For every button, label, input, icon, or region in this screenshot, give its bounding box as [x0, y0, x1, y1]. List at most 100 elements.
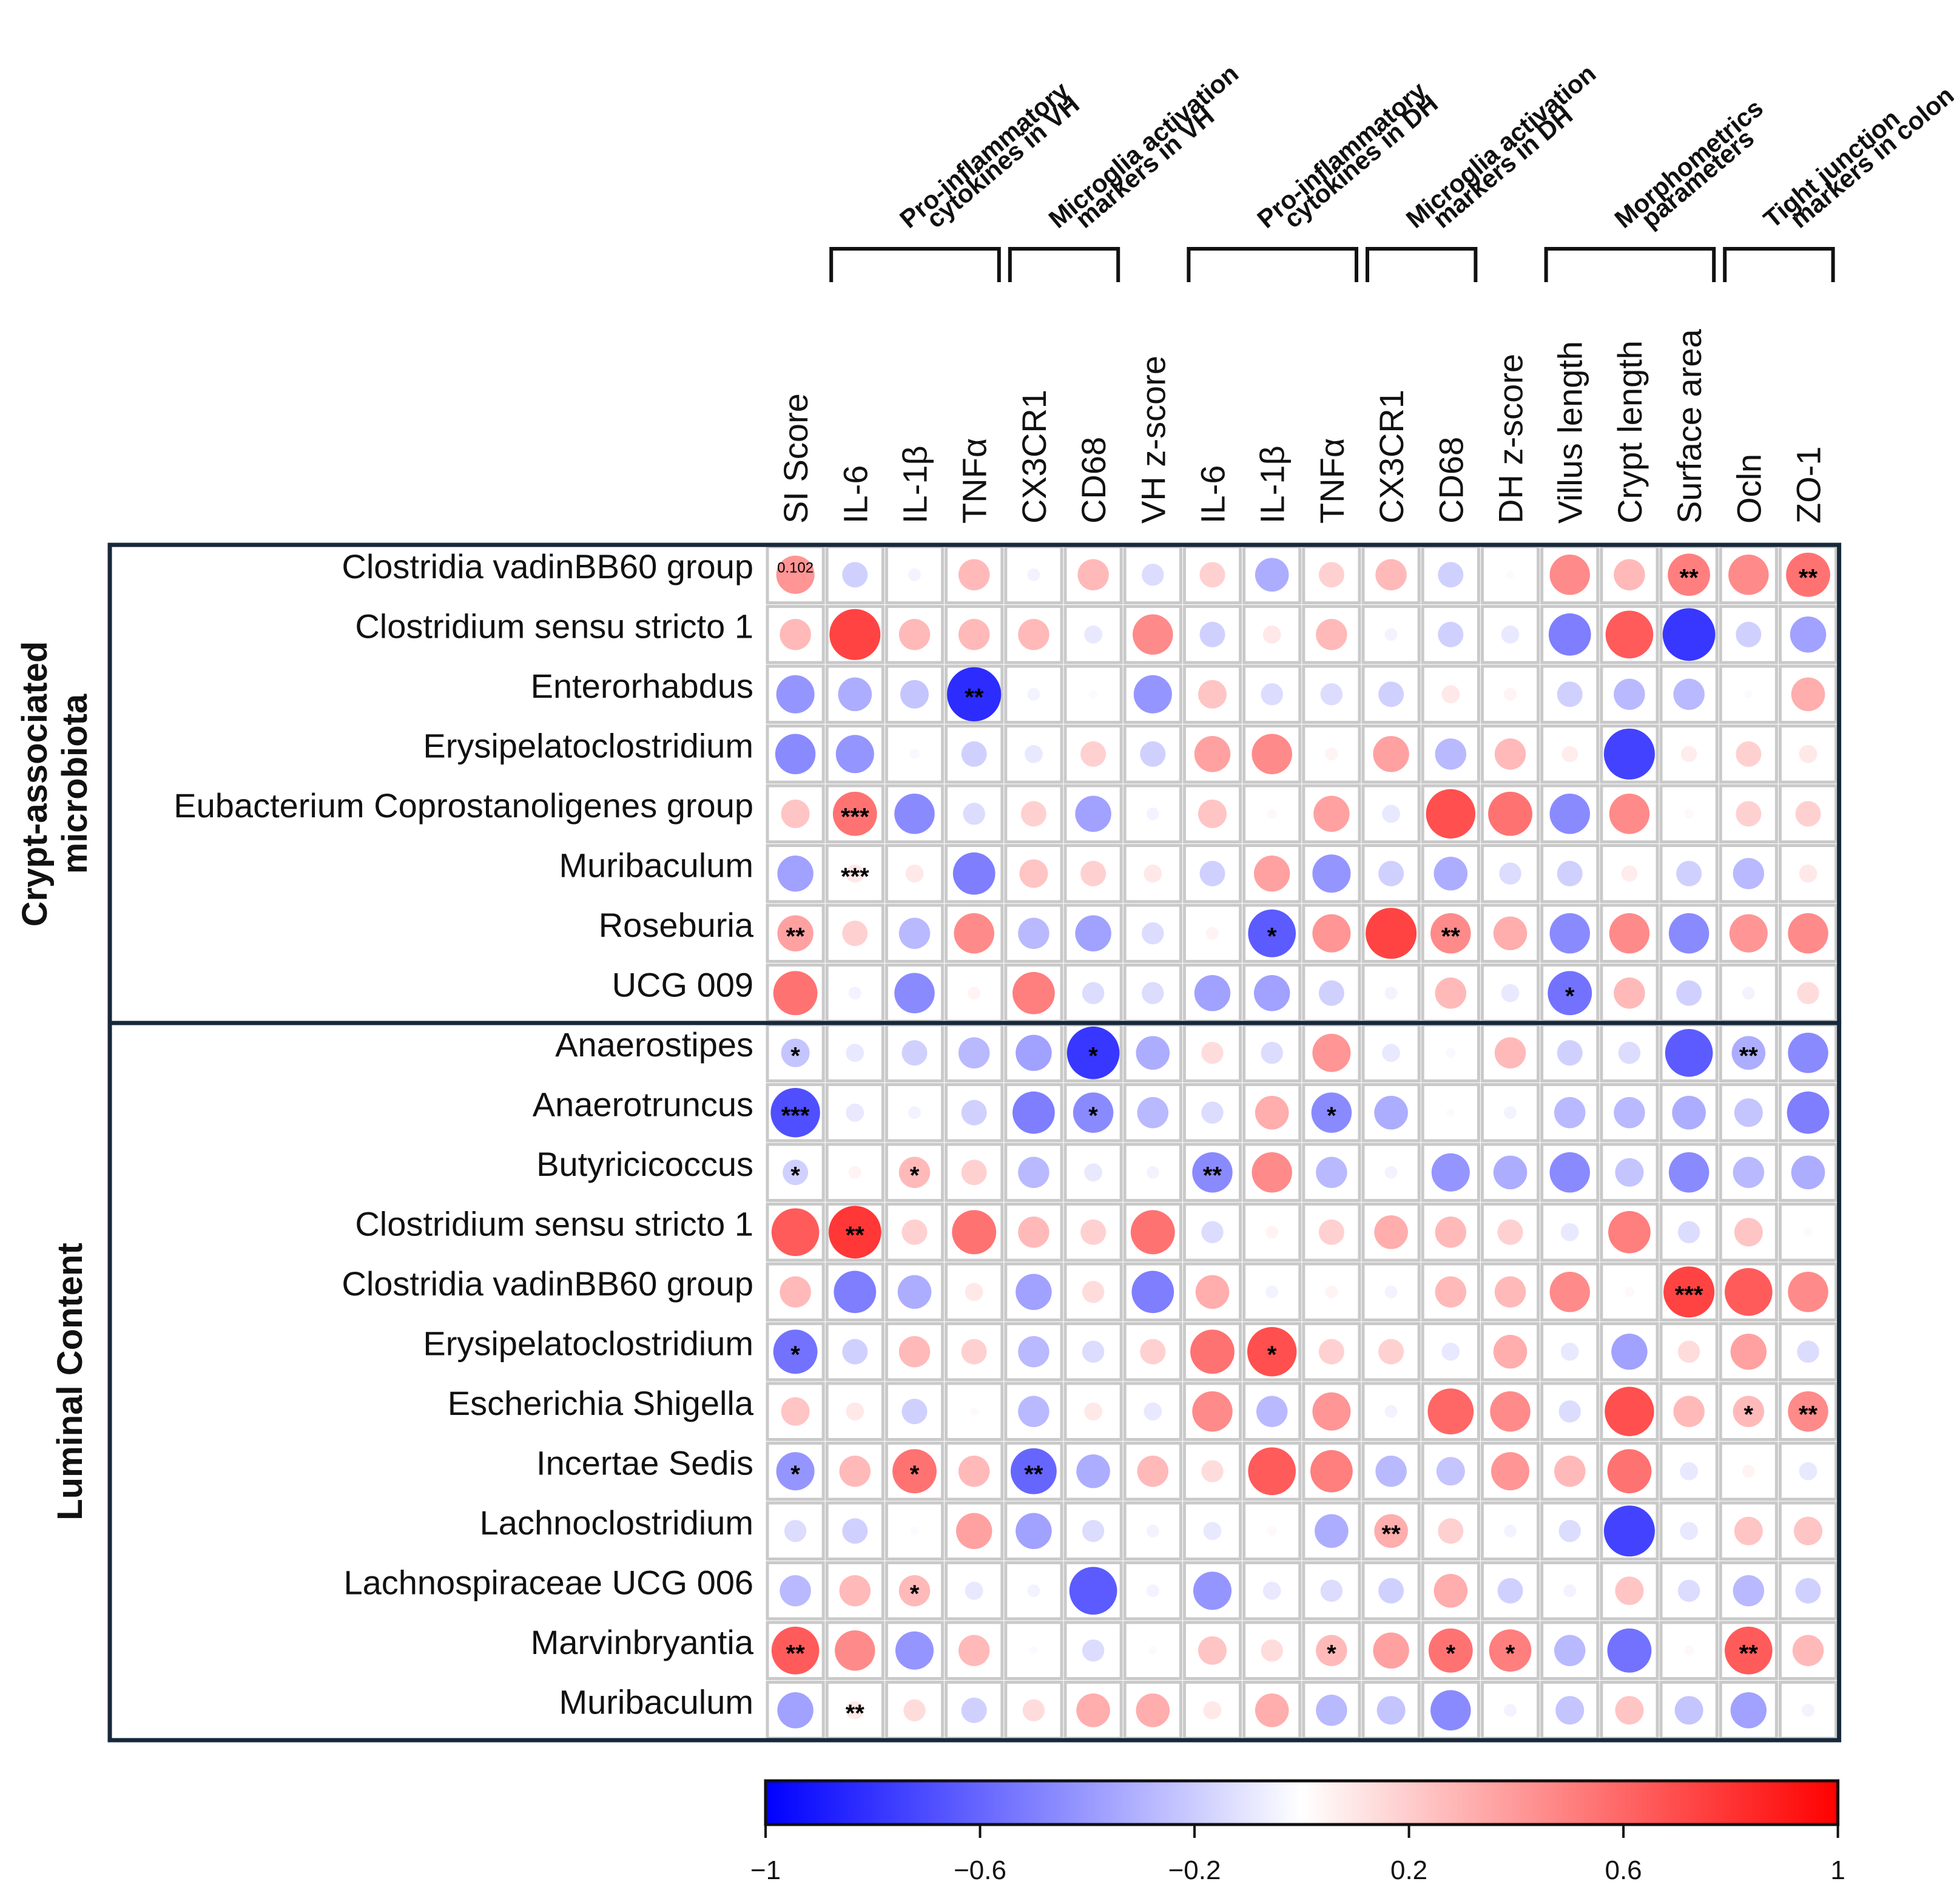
correlation-circle [1428, 1628, 1473, 1673]
correlation-circle [892, 1449, 937, 1494]
correlation-circle [1724, 1626, 1773, 1675]
correlation-circle [1205, 927, 1219, 940]
correlation-circle [1494, 738, 1526, 770]
grid-cell [1361, 1023, 1421, 1082]
correlation-circle [1427, 1388, 1474, 1435]
correlation-circle [1382, 1044, 1400, 1062]
correlation-circle [1136, 1693, 1170, 1727]
correlation-circle [1382, 805, 1400, 823]
correlation-circle [1734, 1098, 1763, 1127]
correlation-circle [1676, 980, 1702, 1006]
correlation-circle [1668, 913, 1710, 954]
correlation-circle [1144, 1402, 1162, 1421]
grid-cell [1719, 1083, 1778, 1143]
correlation-circle [1795, 1578, 1821, 1604]
correlation-circle [1073, 1092, 1114, 1133]
correlation-circle [832, 791, 877, 836]
correlation-circle [1195, 1275, 1230, 1309]
correlation-circle [1366, 908, 1417, 959]
row-label: Lachnospiraceae UCG 006 [343, 1564, 753, 1602]
group-bracket [1008, 247, 1120, 282]
correlation-circle [1375, 1456, 1407, 1487]
correlation-circle [1609, 794, 1650, 834]
correlation-circle [1548, 971, 1592, 1016]
grid-cell [1719, 1442, 1778, 1501]
correlation-circle [1742, 987, 1755, 1000]
correlation-circle [1025, 744, 1043, 763]
correlation-circle [1549, 1152, 1590, 1193]
column-label: CD68 [1074, 437, 1113, 524]
correlation-circle [1374, 1215, 1408, 1249]
correlation-circle [1131, 1271, 1174, 1314]
correlation-circle [773, 1329, 818, 1374]
correlation-circle [842, 1339, 868, 1365]
correlation-circle [1488, 791, 1532, 836]
correlation-circle [1792, 1635, 1824, 1666]
correlation-circle [1557, 860, 1583, 886]
significance-mark: * [1327, 1102, 1336, 1129]
correlation-circle [1731, 1036, 1766, 1070]
grid-cell [1123, 964, 1182, 1023]
correlation-circle [1503, 1106, 1517, 1119]
correlation-circle [1493, 916, 1528, 951]
correlation-circle [1192, 1391, 1233, 1432]
significance-mark: *** [841, 803, 869, 830]
cell-annotation: 0.102 [777, 559, 814, 576]
correlation-circle [1677, 1340, 1700, 1363]
correlation-circle [1201, 1221, 1224, 1243]
grid-cells [107, 542, 1842, 1743]
grid-cell [1242, 844, 1302, 903]
correlation-circle [901, 1399, 928, 1425]
correlation-circle [1607, 1628, 1652, 1673]
correlation-circle [958, 1635, 990, 1666]
correlation-circle [776, 675, 815, 714]
correlation-circle [958, 559, 990, 590]
grid-cell [1123, 1083, 1182, 1143]
correlation-circle [1615, 1696, 1644, 1725]
correlation-circle [773, 971, 818, 1016]
correlation-circle [1384, 987, 1398, 1000]
correlation-circle [771, 1626, 820, 1675]
correlation-circle [958, 1456, 990, 1487]
significance-mark: ** [1739, 1640, 1759, 1667]
correlation-circle [1018, 1336, 1049, 1368]
correlation-circle [1312, 914, 1351, 953]
row-label: Anaerostipes [555, 1025, 753, 1064]
section-border [107, 1021, 1842, 1743]
row-label: Enterorhabdus [531, 667, 753, 705]
correlation-circle [1192, 1152, 1233, 1193]
correlation-circle [1801, 1704, 1815, 1717]
correlation-circle [1506, 570, 1515, 579]
correlation-circle [910, 1527, 919, 1535]
correlation-circle [1436, 1457, 1465, 1486]
significance-mark: * [910, 1461, 920, 1488]
correlation-circle [1325, 748, 1338, 761]
correlation-circle [781, 1397, 810, 1426]
correlation-circle [1608, 1210, 1651, 1254]
correlation-circle [1683, 1646, 1694, 1656]
correlation-circle [908, 1106, 921, 1119]
correlation-circle [1066, 1026, 1120, 1079]
correlation-circle [1677, 1221, 1700, 1243]
correlation-circle [842, 1518, 868, 1544]
correlation-circle [1375, 559, 1407, 590]
correlation-circle [771, 1208, 820, 1257]
correlation-circle [1133, 675, 1172, 714]
grid-cell [1778, 1561, 1838, 1621]
correlation-circle [1787, 1091, 1830, 1134]
correlation-circle [1560, 1342, 1579, 1361]
correlation-circle [1198, 799, 1227, 828]
significance-mark: * [790, 1342, 800, 1368]
correlation-circle [1311, 1092, 1352, 1133]
correlation-circle [1027, 1584, 1040, 1598]
group-label: Microglia activation [1043, 59, 1244, 234]
correlation-circle [1384, 1166, 1398, 1179]
colorbar-tick-label: 1 [1830, 1855, 1845, 1885]
grid-cell [1600, 545, 1659, 604]
correlation-circle [898, 1156, 931, 1188]
correlation-circle [1316, 1156, 1347, 1188]
significance-mark: ** [786, 1640, 806, 1667]
column-label: ZO-1 [1790, 446, 1828, 524]
